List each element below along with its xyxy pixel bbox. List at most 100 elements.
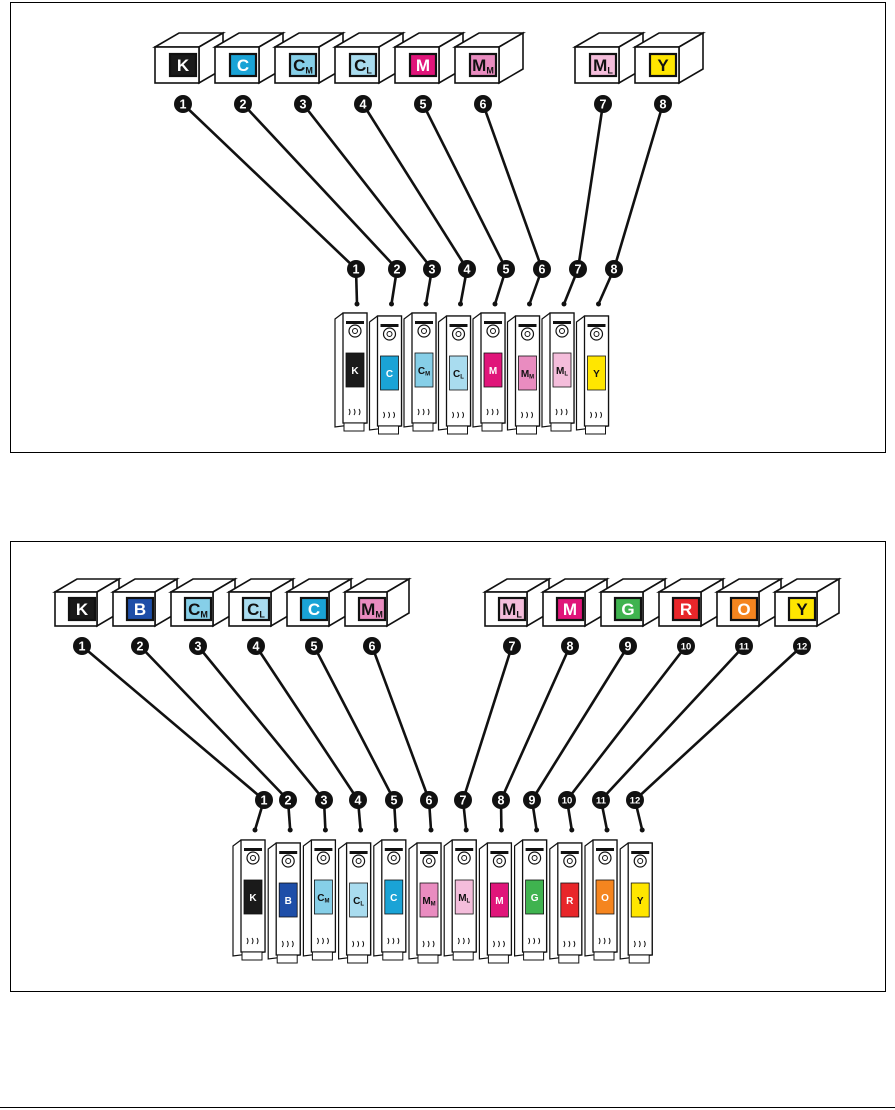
top-number-3: 3 <box>195 640 202 654</box>
ink-box-9: G <box>598 577 668 628</box>
cartridge-text-3: CM <box>418 366 430 378</box>
cartridge-10: R <box>549 842 583 964</box>
cartridge-6: MM <box>408 842 442 964</box>
lower-number-1: 1 <box>261 794 268 808</box>
cartridge-text-3: CM <box>317 893 329 905</box>
leader-9: 99 <box>523 637 637 833</box>
top-number-6: 6 <box>480 98 487 112</box>
lower-number-4: 4 <box>355 794 362 808</box>
leader-4: 44 <box>354 95 476 307</box>
ink-box-7: ML <box>572 31 646 85</box>
cartridge-12: Y <box>619 842 653 964</box>
cartridge-text-1: K <box>249 893 257 904</box>
lower-number-6: 6 <box>539 263 546 277</box>
cartridge-label-1 <box>345 352 365 388</box>
top-number-1: 1 <box>79 640 86 654</box>
cartridge-label-8 <box>489 882 509 918</box>
leader-4: 44 <box>247 637 367 833</box>
ink-swatch-4 <box>241 596 271 622</box>
leader-5: 55 <box>305 637 403 833</box>
cartridge-label-12 <box>630 882 650 918</box>
ink-swatch-11 <box>729 596 759 622</box>
cartridge-5: C <box>373 839 407 961</box>
footer-divider <box>0 1107 895 1108</box>
cartridge-5: M <box>472 312 506 432</box>
cartridge-text-10: R <box>566 896 574 907</box>
cartridge-7: ML <box>443 839 477 961</box>
ink-swatch-5 <box>408 52 438 78</box>
top-number-5: 5 <box>420 98 427 112</box>
cartridge-2: C <box>368 315 403 435</box>
cartridge-1: K <box>232 839 266 961</box>
cartridge-label-9 <box>525 879 544 915</box>
lower-number-9: 9 <box>529 794 536 808</box>
cartridge-text-7: ML <box>556 366 568 378</box>
cartridge-text-9: G <box>531 893 539 904</box>
ink-box-6: MM <box>342 577 412 628</box>
ink-box-label-5: M <box>416 56 430 75</box>
leader-6: 66 <box>363 637 438 833</box>
lower-number-2: 2 <box>394 263 401 277</box>
cartridge-label-11 <box>595 879 615 915</box>
ink-swatch-8 <box>555 596 585 622</box>
cartridge-3: CM <box>302 839 337 961</box>
top-number-3: 3 <box>300 98 307 112</box>
cartridge-11: O <box>584 839 618 961</box>
ink-box-4: CL <box>226 577 296 628</box>
lower-number-7: 7 <box>575 263 582 277</box>
ink-swatch-6 <box>468 52 498 78</box>
cartridge-8: M <box>478 842 513 964</box>
ink-box-7: ML <box>482 577 552 628</box>
ink-swatch-6 <box>357 596 387 622</box>
cartridge-label-7 <box>454 879 474 915</box>
cartridge-3: CM <box>403 312 437 432</box>
ink-swatch-9 <box>613 596 643 622</box>
cartridge-text-8: Y <box>593 369 600 380</box>
ink-box-1: K <box>52 577 122 628</box>
ink-box-8: Y <box>632 31 706 85</box>
cartridge-text-6: MM <box>422 896 435 908</box>
ink-swatch-8 <box>648 52 678 78</box>
lower-number-1: 1 <box>353 263 360 277</box>
ink-box-3: CM <box>272 31 346 85</box>
ink-swatch-3 <box>183 596 213 622</box>
ink-box-8: M <box>540 577 610 628</box>
ink-box-1: K <box>152 31 226 85</box>
cartridge-label-4 <box>449 355 468 391</box>
ink-swatch-7 <box>588 52 618 78</box>
leader-8: 88 <box>492 637 579 833</box>
cartridge-text-4: CL <box>453 369 464 381</box>
lower-number-7: 7 <box>460 794 467 808</box>
cartridge-text-1: K <box>351 366 359 377</box>
ink-swatch-7 <box>497 596 527 622</box>
cartridge-text-5: M <box>489 366 497 377</box>
leader-6: 66 <box>474 95 551 307</box>
cartridge-label-3 <box>414 352 434 388</box>
ink-box-2: C <box>212 31 286 85</box>
cartridge-label-6 <box>419 882 439 918</box>
ink-box-12: Y <box>772 577 842 628</box>
ink-box-3: CM <box>168 577 238 628</box>
cartridge-text-7: ML <box>458 893 470 905</box>
ink-box-label-6: MM <box>472 56 494 75</box>
lower-number-5: 5 <box>391 794 398 808</box>
top-number-11: 11 <box>739 642 750 653</box>
ink-box-label-2: C <box>237 56 249 75</box>
ink-box-label-11: O <box>737 600 750 619</box>
cartridge-text-12: Y <box>637 896 644 907</box>
top-number-6: 6 <box>369 640 376 654</box>
ink-box-2: B <box>110 577 180 628</box>
cartridge-7: ML <box>541 312 575 432</box>
leader-3: 33 <box>294 95 441 307</box>
leader-8: 88 <box>596 95 672 307</box>
ink-box-label-4: CL <box>354 56 372 75</box>
cartridge-text-2: B <box>285 896 292 907</box>
lower-number-12: 12 <box>630 796 641 807</box>
lower-number-4: 4 <box>464 263 471 277</box>
leader-7: 77 <box>454 637 521 833</box>
